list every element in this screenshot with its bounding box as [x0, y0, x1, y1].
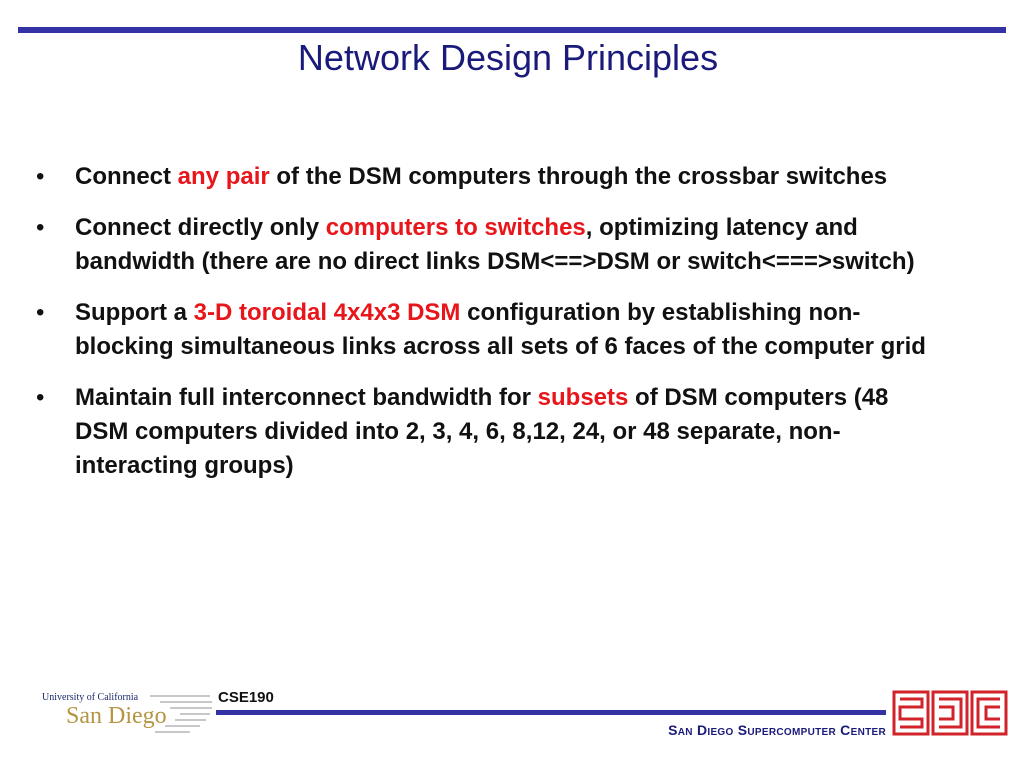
bullet-text: Maintain full interconnect bandwidth for [75, 384, 538, 411]
bullet-highlight: 3-D toroidal 4x4x3 DSM [193, 299, 461, 326]
ucsd-logo-lines-icon [150, 695, 212, 733]
footer-course: CSE190 [218, 689, 274, 706]
bullet-marker: • [36, 384, 45, 411]
bullet-text: Connect [75, 163, 178, 190]
sdsc-logo-icon [892, 690, 1008, 736]
bullet-item: • Connect any pair of the DSM computers … [33, 160, 948, 194]
bullet-highlight: computers to switches [325, 214, 586, 241]
bullet-highlight: subsets [537, 384, 629, 411]
slide-title: Network Design Principles [297, 37, 719, 78]
bullet-text: , optimizing latency and bandwidth (ther… [75, 214, 915, 275]
ucsd-logo: University of California San Diego [40, 690, 215, 738]
bullet-marker: • [36, 214, 45, 241]
bullet-highlight: any pair [177, 163, 270, 190]
bullet-text: of the DSM computers through the crossba… [269, 163, 888, 190]
ucsd-logo-line1: University of California [42, 692, 139, 703]
bullet-item: • Support a 3-D toroidal 4x4x3 DSM confi… [33, 296, 948, 364]
bullet-item: • Maintain full interconnect bandwidth f… [33, 381, 948, 483]
bullet-text: configuration by establishing non-blocki… [75, 299, 926, 360]
bullet-item: • Connect directly only computers to swi… [33, 211, 948, 279]
bullet-text: Support a [75, 299, 194, 326]
bullet-list: • Connect any pair of the DSM computers … [33, 160, 948, 500]
footer-rule [216, 710, 886, 715]
footer-center-name: San Diego Supercomputer Center [668, 722, 886, 738]
bullet-text: Connect directly only [75, 214, 326, 241]
top-rule [18, 27, 1006, 33]
bullet-text: of DSM computers (48 DSM computers divid… [75, 384, 889, 479]
bullet-marker: • [36, 299, 45, 326]
ucsd-logo-line2: San Diego [66, 703, 167, 729]
bullet-marker: • [36, 163, 45, 190]
